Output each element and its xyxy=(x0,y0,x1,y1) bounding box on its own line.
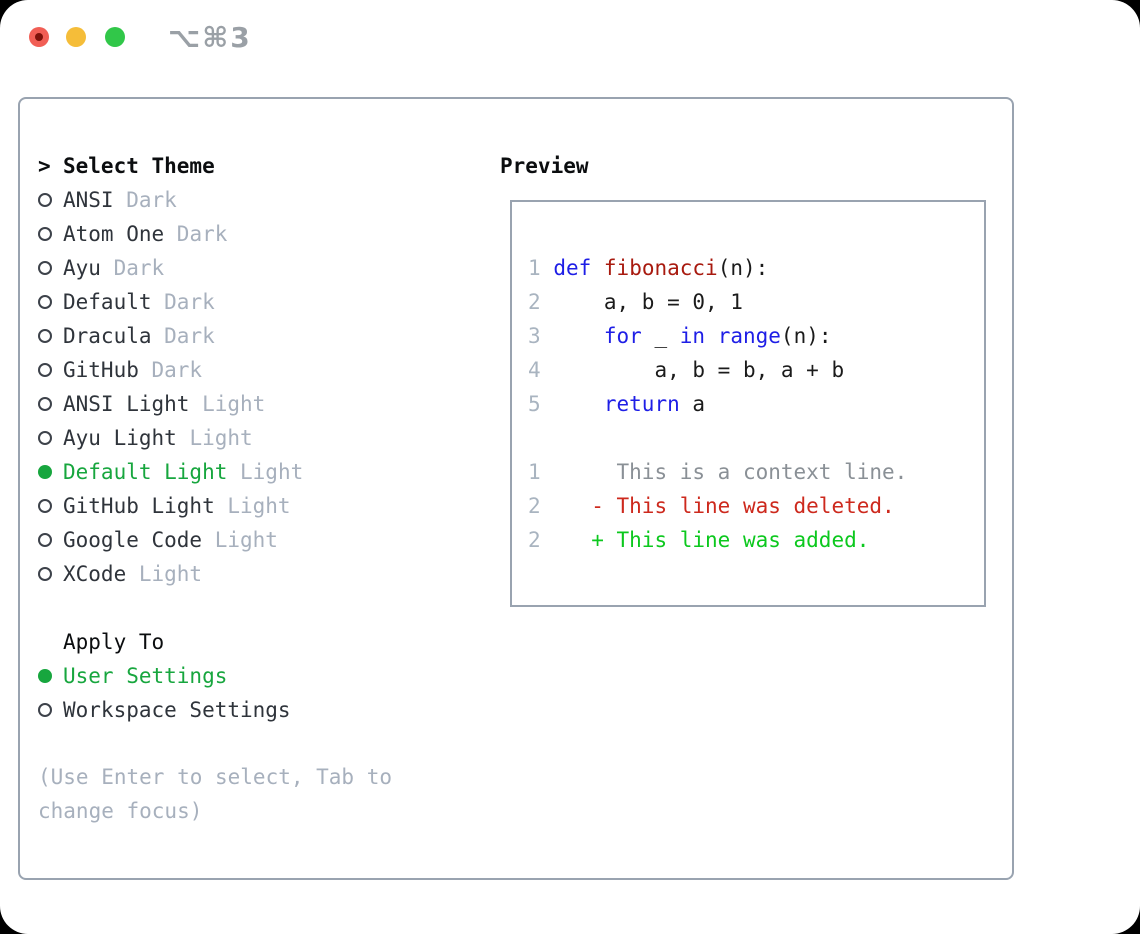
hint-text: (Use Enter to select, Tab to change focu… xyxy=(38,765,393,823)
line-number: 4 xyxy=(528,358,541,382)
radio-icon xyxy=(38,295,52,309)
theme-option-ansi[interactable]: ANSI Dark xyxy=(38,183,478,217)
theme-option-github-light[interactable]: GitHub Light Light xyxy=(38,489,478,523)
close-button[interactable] xyxy=(29,27,49,47)
option-label: GitHub Dark xyxy=(63,358,203,382)
select-theme-title: Select Theme xyxy=(63,154,215,178)
option-label: Default Dark xyxy=(63,290,215,314)
radio-icon xyxy=(38,703,52,717)
radio-icon xyxy=(38,261,52,275)
option-label: Dracula Dark xyxy=(63,324,215,348)
option-label: ANSI Dark xyxy=(63,188,177,212)
preview-line xyxy=(528,421,974,455)
select-theme-header: > Select Theme xyxy=(38,149,478,183)
apply-option-user-settings[interactable]: User Settings xyxy=(38,659,478,693)
option-label: Workspace Settings xyxy=(63,698,291,722)
radio-icon xyxy=(38,533,52,547)
option-label: ANSI Light Light xyxy=(63,392,266,416)
maximize-button[interactable] xyxy=(105,27,125,47)
theme-option-dracula[interactable]: Dracula Dark xyxy=(38,319,478,353)
option-label: User Settings xyxy=(63,664,228,688)
preview-line: 2 a, b = 0, 1 xyxy=(528,290,743,314)
titlebar: ⌥⌘3 xyxy=(0,0,1140,80)
option-label: XCode Light xyxy=(63,562,203,586)
selection-caret-icon: > xyxy=(38,154,51,178)
preview-line: 2 + This line was added. xyxy=(528,528,870,552)
option-label: GitHub Light Light xyxy=(63,494,291,518)
apply-to-title: Apply To xyxy=(63,630,165,654)
preview-line: 3 for _ in range(n): xyxy=(528,324,832,348)
window-shortcut-label: ⌥⌘3 xyxy=(168,21,252,54)
line-number: 5 xyxy=(528,392,541,416)
radio-selected-icon xyxy=(38,465,52,479)
option-label: Ayu Dark xyxy=(63,256,165,280)
radio-selected-icon xyxy=(38,669,52,683)
radio-icon xyxy=(38,193,52,207)
line-number: 2 xyxy=(528,494,541,518)
preview-line: 1 def fibonacci(n): xyxy=(528,256,769,280)
close-dot-icon xyxy=(35,33,43,41)
apply-option-workspace-settings[interactable]: Workspace Settings xyxy=(38,693,478,727)
radio-icon xyxy=(38,329,52,343)
preview-line: 2 - This line was deleted. xyxy=(528,494,895,518)
radio-icon xyxy=(38,227,52,241)
radio-icon xyxy=(38,363,52,377)
option-label: Google Code Light xyxy=(63,528,278,552)
line-number: 1 xyxy=(528,460,541,484)
option-label: Default Light Light xyxy=(63,460,304,484)
line-number: 2 xyxy=(528,528,541,552)
line-number: 3 xyxy=(528,324,541,348)
theme-option-atom-one[interactable]: Atom One Dark xyxy=(38,217,478,251)
option-label: Atom One Dark xyxy=(63,222,228,246)
line-number: 1 xyxy=(528,256,541,280)
preview-box: 1 def fibonacci(n): 2 a, b = 0, 1 3 for _ … xyxy=(510,200,986,607)
line-number: 2 xyxy=(528,290,541,314)
theme-option-ayu-light[interactable]: Ayu Light Light xyxy=(38,421,478,455)
radio-icon xyxy=(38,499,52,513)
preview-line: 5 return a xyxy=(528,392,706,416)
theme-option-google-code[interactable]: Google Code Light xyxy=(38,523,478,557)
theme-option-default[interactable]: Default Dark xyxy=(38,285,478,319)
theme-option-default-light[interactable]: Default Light Light xyxy=(38,455,478,489)
radio-icon xyxy=(38,397,52,411)
theme-option-xcode[interactable]: XCode Light xyxy=(38,557,478,591)
preview-line: 1 This is a context line. xyxy=(528,460,908,484)
theme-option-ansi-light[interactable]: ANSI Light Light xyxy=(38,387,478,421)
theme-option-github[interactable]: GitHub Dark xyxy=(38,353,478,387)
minimize-button[interactable] xyxy=(66,27,86,47)
preview-code: 1 def fibonacci(n): 2 a, b = 0, 1 3 for _ … xyxy=(528,251,974,557)
radio-icon xyxy=(38,567,52,581)
option-label: Ayu Light Light xyxy=(63,426,253,450)
radio-icon xyxy=(38,431,52,445)
preview-line: 4 a, b = b, a + b xyxy=(528,358,845,382)
theme-option-ayu[interactable]: Ayu Dark xyxy=(38,251,478,285)
preview-title: Preview xyxy=(500,154,589,178)
